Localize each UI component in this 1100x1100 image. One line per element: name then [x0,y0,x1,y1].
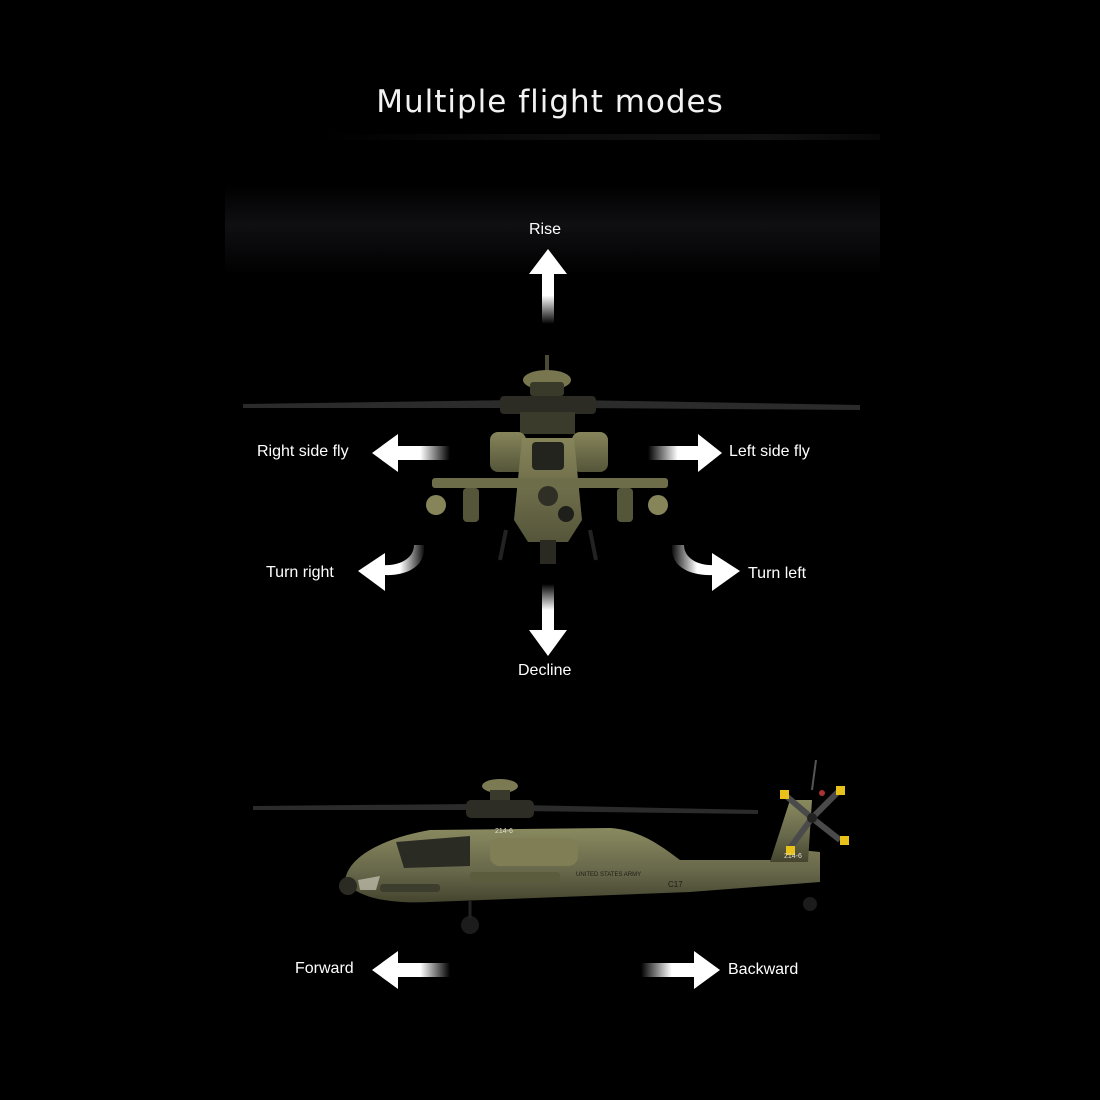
left-side-fly-label: Left side fly [729,443,810,460]
rise-label: Rise [529,221,562,238]
right-side-fly-label: Right side fly [257,443,349,460]
serial-marking: C17 [668,880,683,889]
branch-marking: UNITED STATES ARMY [576,872,641,878]
forward-arrow-icon [372,951,450,989]
turn-left-label: Turn left [748,565,807,582]
turn-right-arrow-icon [358,545,425,591]
forward-label: Forward [295,960,354,977]
turn-left-arrow-icon [671,545,740,591]
side-right-arrow-icon [648,434,722,472]
tail-rotor-icon [780,786,849,855]
rise-arrow-icon [529,249,567,324]
backward-label: Backward [728,961,799,978]
turn-right-label: Turn right [266,564,334,581]
backward-arrow-icon [641,951,720,989]
decline-arrow-icon [529,584,567,656]
title-underline [320,134,880,140]
helicopter-front-view-icon [243,355,860,564]
tail-number-marking: 214-6 [495,828,513,835]
tail-fin-number-marking: 214-6 [784,853,802,860]
decline-label: Decline [518,662,572,679]
page-title: Multiple flight modes [376,84,724,120]
side-left-arrow-icon [372,434,450,472]
helicopter-side-view-icon [253,759,849,934]
